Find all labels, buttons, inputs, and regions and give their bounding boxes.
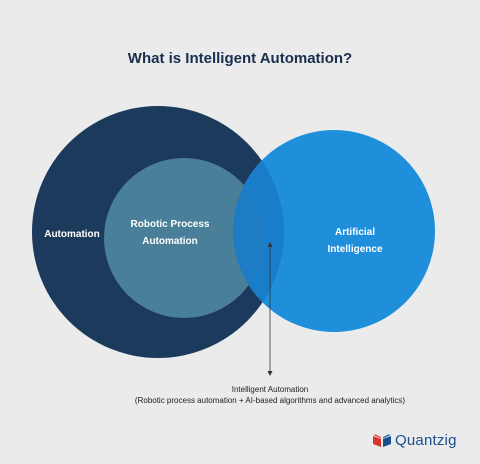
intelligent-automation-caption: Intelligent Automation (Robotic process … [134, 385, 406, 405]
callout-arrow-down [267, 371, 273, 376]
rpa-label: Robotic Process Automation [130, 219, 210, 247]
ai-circle [233, 130, 435, 332]
rpa-circle [104, 158, 264, 318]
quantzig-logo: Quantzig [372, 432, 457, 449]
book-logo-icon [373, 433, 391, 447]
ai-label: Artificial Intelligence [327, 227, 383, 255]
logo-text: Quantzig [395, 432, 457, 449]
callout-arrow-up [267, 242, 273, 247]
page-title: What is Intelligent Automation? [127, 50, 353, 67]
automation-label: Automation [44, 229, 100, 240]
